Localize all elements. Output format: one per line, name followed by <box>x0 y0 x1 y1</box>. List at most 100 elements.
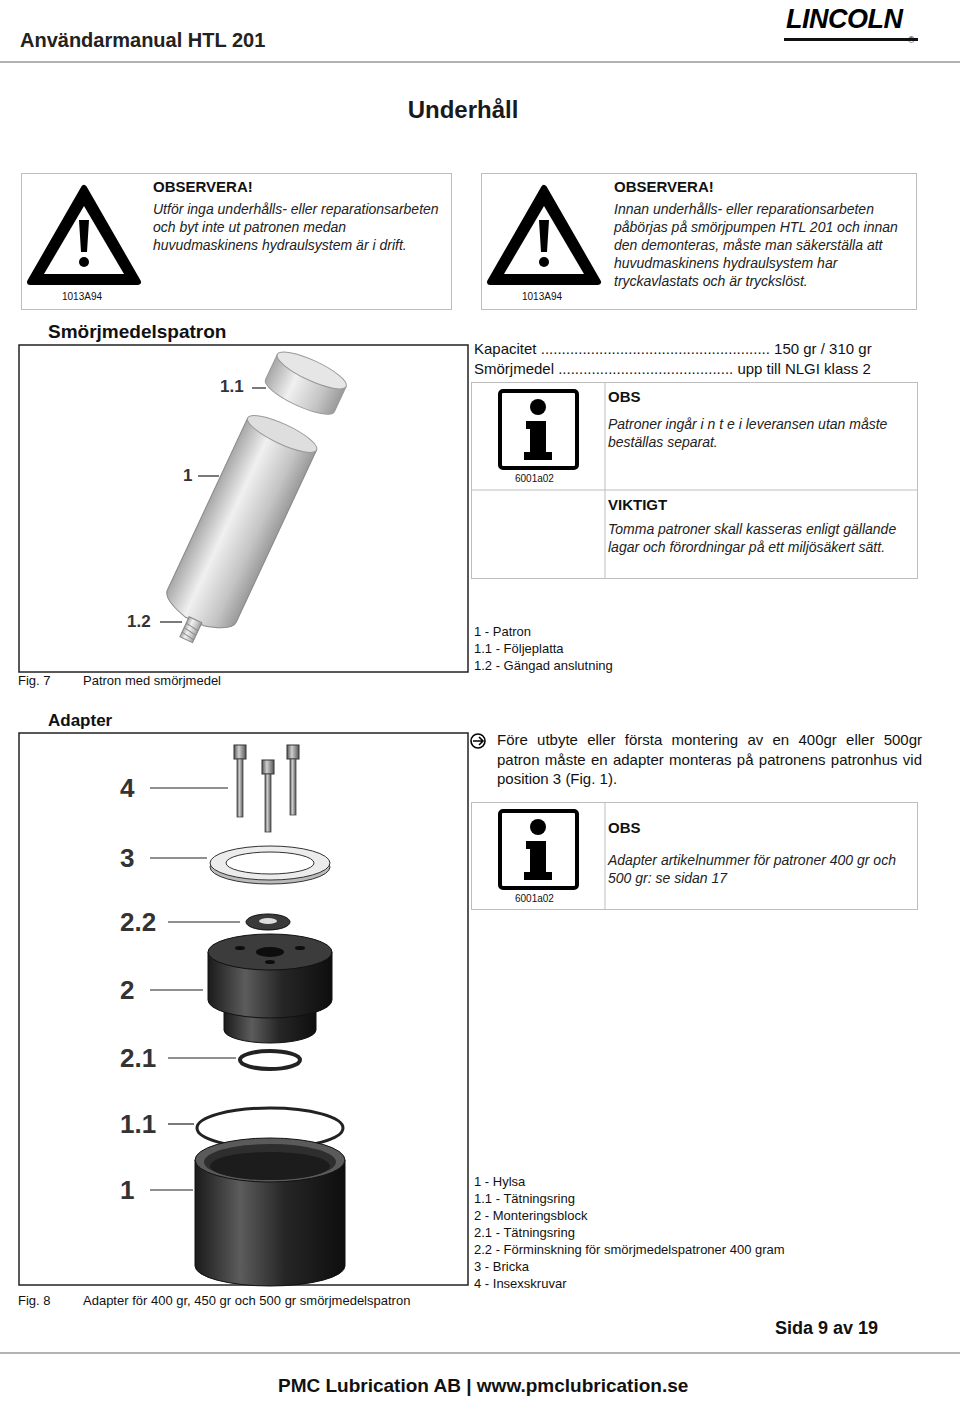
warning-heading: OBSERVERA! <box>153 178 253 196</box>
warning-heading: OBSERVERA! <box>614 178 714 196</box>
line-shape <box>168 921 240 922</box>
part-list-item: 1 - Patron <box>474 624 531 640</box>
path-shape <box>30 188 138 282</box>
table-dividers <box>471 382 918 910</box>
part-list-item: 1 - Hylsa <box>474 1174 525 1190</box>
rect-shape <box>19 345 468 672</box>
ellipse-shape <box>210 1152 330 1180</box>
rect-shape <box>784 38 918 41</box>
callout-number: 4 <box>120 773 134 803</box>
callout-number: 2.2 <box>120 907 156 937</box>
rect-shape <box>265 774 271 832</box>
ellipse-shape <box>265 960 275 964</box>
path-shape <box>539 220 549 252</box>
leader-lines <box>150 388 266 1190</box>
callout-number: 2 <box>120 975 134 1005</box>
line-shape <box>150 989 203 990</box>
screw <box>287 745 299 815</box>
ellipse-shape <box>273 345 350 395</box>
rect-shape <box>262 760 274 774</box>
callout-number: 1.1 <box>120 1109 156 1139</box>
rect-shape <box>237 759 243 817</box>
page-title: Underhåll <box>330 96 596 125</box>
line-shape <box>150 857 207 858</box>
figure-caption: Adapter för 400 gr, 450 gr och 500 gr sm… <box>83 1293 410 1309</box>
warning-box: OBSERVERA!Utför inga underhålls- eller r… <box>21 173 452 310</box>
line-shape <box>0 62 960 63</box>
figure-number: Fig. 7 <box>18 673 51 689</box>
cartridge-illustration <box>152 345 351 655</box>
callout-number: 1.1 <box>220 377 244 397</box>
warning-icon <box>30 188 138 282</box>
figure-frames <box>19 345 468 1285</box>
ellipse-shape <box>204 1144 336 1180</box>
callout-number: 1 <box>183 466 192 486</box>
ellipse-shape <box>210 846 330 880</box>
icon-code: 6001a02 <box>515 473 554 485</box>
line-shape <box>198 475 219 476</box>
ellipse-shape <box>226 852 314 874</box>
registered-mark: ® <box>908 35 915 46</box>
rect-shape <box>500 811 577 888</box>
ellipse-shape <box>235 946 245 950</box>
spec-line: Smörjmedel .............................… <box>474 360 871 378</box>
info-text: Patroner ingår i n t e i leveransen utan… <box>608 415 908 451</box>
info-text: Tomma patroner skall kasseras enligt gäl… <box>608 520 908 556</box>
callout-number: 1 <box>120 1175 134 1205</box>
line-shape <box>168 1057 236 1058</box>
rect-shape <box>234 745 246 759</box>
part-list-item: 3 - Bricka <box>474 1259 529 1275</box>
path-shape <box>490 188 598 282</box>
page-number: Sida 9 av 19 <box>775 1318 878 1340</box>
info-icon <box>500 811 577 888</box>
ellipse-shape <box>208 934 332 970</box>
line-shape <box>150 1189 193 1190</box>
line-shape <box>150 787 228 788</box>
instruction-text: Före utbyte eller första montering av en… <box>497 730 922 789</box>
line-shape <box>252 387 266 388</box>
icon-code: 1013A94 <box>522 291 562 303</box>
callout-number: 3 <box>120 843 134 873</box>
figure-caption: Patron med smörjmedel <box>83 673 221 689</box>
line-shape <box>160 621 182 622</box>
line-shape <box>605 802 606 910</box>
info-heading: VIKTIGT <box>608 496 667 514</box>
rect-shape <box>500 391 577 468</box>
rect-shape <box>180 617 202 643</box>
info-box: 6001a02OBSPatroner ingår i n t e i lever… <box>471 382 918 579</box>
path-shape <box>504 206 584 274</box>
path-shape <box>524 841 552 880</box>
part-list-item: 2.2 - Förminskning för smörjmedelspatron… <box>474 1242 785 1258</box>
callout-number: 2.1 <box>120 1043 156 1073</box>
ellipse-shape <box>240 1051 300 1069</box>
info-text: Adapter artikelnummer för patroner 400 g… <box>608 851 908 887</box>
header-title: Användarmanual HTL 201 <box>20 28 265 52</box>
path-shape <box>79 220 89 252</box>
info-box: 6001a02OBSAdapter artikelnummer för patr… <box>471 802 918 910</box>
ellipse-shape <box>246 914 290 930</box>
section-heading: Smörjmedelspatron <box>48 321 226 344</box>
screw <box>234 745 246 817</box>
circle-shape <box>539 257 549 267</box>
info-heading: OBS <box>608 819 641 837</box>
figure-number: Fig. 8 <box>18 1293 51 1309</box>
screw <box>262 760 274 832</box>
ellipse-shape <box>295 946 305 950</box>
part-list-item: 1.1 - Följeplatta <box>474 641 564 657</box>
line-shape <box>181 632 195 640</box>
line-shape <box>471 490 918 491</box>
icon-code: 1013A94 <box>62 291 102 303</box>
bullet-arrow <box>471 734 485 748</box>
line-shape <box>0 1353 960 1354</box>
circle-shape <box>471 734 485 748</box>
path-shape <box>473 737 483 745</box>
info-icon <box>500 391 577 468</box>
path-shape <box>524 421 552 460</box>
rect-shape <box>287 745 299 759</box>
rect-shape <box>19 733 468 1285</box>
footer-text: PMC Lubrication AB | www.pmclubrication.… <box>278 1375 688 1398</box>
ellipse-shape <box>195 1138 345 1182</box>
circle-shape <box>79 257 89 267</box>
part-list-item: 1.1 - Tätningsring <box>474 1191 575 1207</box>
